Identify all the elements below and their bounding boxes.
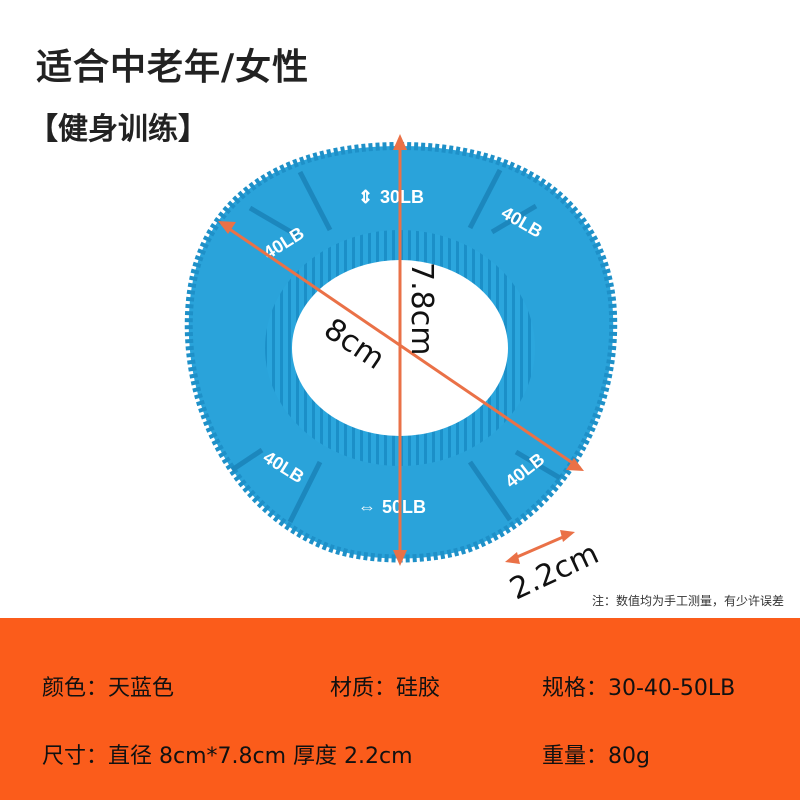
spec-dimensions: 尺寸：直径 8cm*7.8cm 厚度 2.2cm — [42, 744, 413, 769]
thickness-arrow-head-right — [560, 530, 575, 542]
spec-weight: 重量：80g — [542, 744, 650, 769]
measurement-note: 注：数值均为手工测量，有少许误差 — [591, 594, 784, 608]
thickness-arrow — [509, 532, 571, 562]
height-label: 7.8cm — [404, 262, 439, 355]
width-arrow-head-right — [566, 458, 584, 471]
thickness-label: 2.2cm — [505, 536, 604, 600]
spec-panel: 颜色：天蓝色 材质：硅胶 规格：30-40-50LB 尺寸：直径 8cm*7.8… — [0, 618, 800, 800]
width-arrow — [221, 222, 581, 470]
grip-ring-dividers — [230, 168, 562, 524]
page-title: 适合中老年/女性 — [36, 47, 310, 88]
icon-arrows-bottom: ⇔ — [358, 497, 376, 517]
label-30lb: 30LB — [380, 187, 424, 207]
spec-size-range: 规格：30-40-50LB — [542, 676, 736, 701]
grip-ring-product-image: 30LB ⇕ 40LB 40LB 40LB 40LB 50LB ⇔ 7.8cm … — [184, 134, 618, 600]
icon-arrows-top: ⇕ — [358, 187, 373, 207]
spec-material: 材质：硅胶 — [330, 676, 441, 701]
thickness-arrow-head-left — [505, 552, 520, 564]
page-subtitle: 【健身训练】 — [28, 112, 208, 147]
height-arrow-head-top — [393, 134, 407, 150]
spec-color: 颜色：天蓝色 — [42, 676, 175, 701]
label-50lb: 50LB — [382, 497, 426, 517]
width-arrow-head-left — [218, 221, 236, 234]
height-arrow-head-bottom — [393, 550, 407, 566]
